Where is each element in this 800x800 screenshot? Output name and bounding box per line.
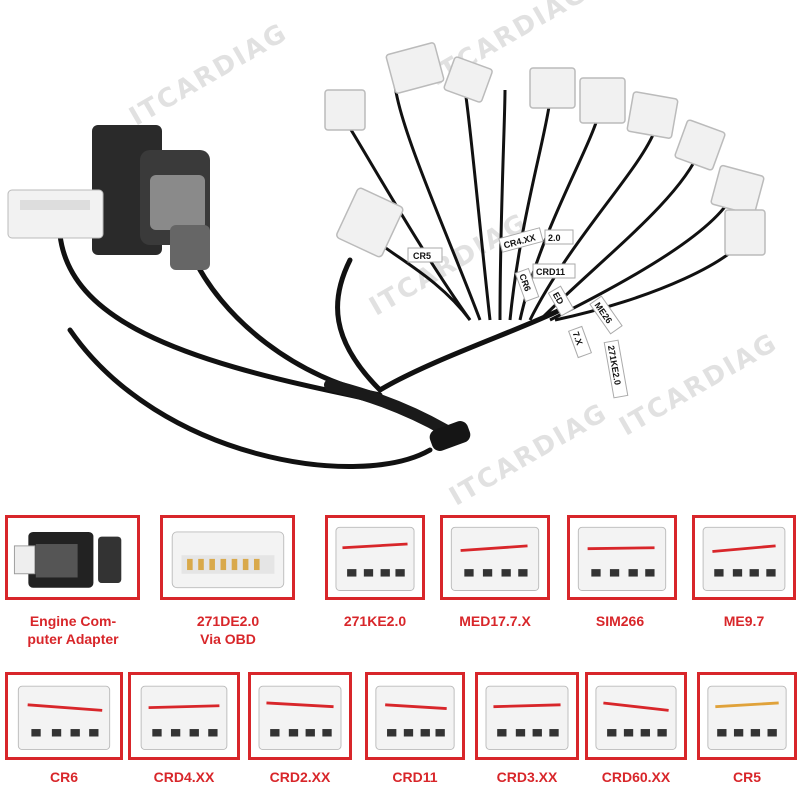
connector-icon <box>595 685 677 751</box>
caption-crd3: CRD3.XX <box>496 769 558 785</box>
caption-cr6: CR6 <box>49 769 78 785</box>
adapter-thumb-crd11 <box>365 672 465 760</box>
connector-icon <box>577 526 667 591</box>
caption-line: puter Adapter <box>27 631 119 647</box>
caption-cr5: CR5 <box>732 769 761 785</box>
connector-icon <box>17 685 111 751</box>
caption-271de: 271DE2.0 Via OBD <box>168 612 288 648</box>
tag-label: 7.X <box>571 330 585 346</box>
adapter-thumb-crd3 <box>475 672 579 760</box>
adapter-thumb-med17 <box>440 515 550 600</box>
caption-line: MED17.7.X <box>459 613 531 629</box>
connector-icon <box>702 526 786 591</box>
caption-crd60: CRD60.XX <box>601 769 671 785</box>
caption-crd11: CRD11 <box>392 769 438 785</box>
connector-icon <box>335 526 415 591</box>
caption-crd2: CRD2.XX <box>269 769 331 785</box>
connector-icon <box>140 685 228 751</box>
connector-icon <box>258 685 342 751</box>
caption-line: 271KE2.0 <box>343 613 407 629</box>
adapter-thumb-crd60 <box>585 672 687 760</box>
adapter-thumb-engine-computer <box>5 515 140 600</box>
tag-label: CR5 <box>413 251 431 261</box>
caption-line: ME9.7 <box>723 613 765 629</box>
ecu-adapter-icon <box>13 531 122 588</box>
tag-label: 2.0 <box>548 233 561 243</box>
adapter-thumb-crd2 <box>248 672 352 760</box>
cable-harness: CR5 CR4.XX 2.0 CR6 CRD11 ED ME26 7.X 271… <box>7 42 766 469</box>
caption-crd4: CRD4.XX <box>153 769 215 785</box>
adapter-thumb-sim266 <box>567 515 677 600</box>
connector-icon <box>450 526 540 591</box>
adapter-thumb-cr6 <box>5 672 123 760</box>
adapter-thumb-crd4 <box>128 672 240 760</box>
caption-line: Engine Com- <box>29 613 117 629</box>
caption-line: SIM266 <box>595 613 645 629</box>
caption-med17: MED17.7.X <box>435 612 555 630</box>
connector-icon <box>375 685 455 751</box>
caption-271ke: 271KE2.0 <box>315 612 435 630</box>
caption-me97: ME9.7 <box>684 612 800 630</box>
adapter-thumb-271ke <box>325 515 425 600</box>
adapter-thumb-271de <box>160 515 295 600</box>
caption-sim266: SIM266 <box>560 612 680 630</box>
adapter-thumb-me97 <box>692 515 796 600</box>
caption-line: Via OBD <box>200 631 256 647</box>
tag-label: CRD11 <box>536 267 565 277</box>
obd-connector-icon <box>171 531 285 589</box>
connector-icon <box>485 685 569 751</box>
caption-line: 271DE2.0 <box>196 613 260 629</box>
caption-engine-computer: Engine Com- puter Adapter <box>13 612 133 648</box>
adapter-thumb-cr5 <box>697 672 797 760</box>
connector-icon <box>707 685 787 751</box>
